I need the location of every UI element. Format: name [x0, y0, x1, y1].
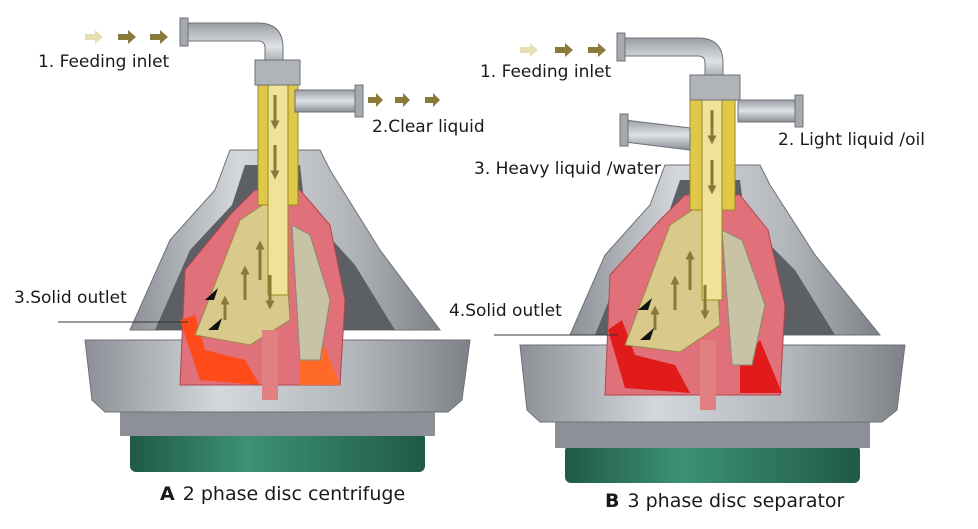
separator-b [494, 32, 906, 483]
clear-liquid-arrows-a [368, 93, 440, 107]
clear-liquid-pipe-a [294, 89, 361, 113]
light-liquid-pipe-b [737, 99, 801, 123]
caption-b: B 3 phase disc separator [605, 490, 844, 512]
feed-arrows-b [520, 43, 606, 57]
heavy-liquid-label-b: 3. Heavy liquid /water [474, 159, 661, 179]
base-ring-a [130, 432, 425, 472]
caption-letter-a: A [160, 483, 175, 505]
base-ring-b [565, 445, 860, 483]
clear-liquid-label-a: 2.Clear liquid [372, 117, 485, 137]
heavy-liquid-pipe-b [624, 119, 691, 151]
caption-a: A 2 phase disc centrifuge [160, 483, 405, 505]
solid-outlet-label-b: 4.Solid outlet [449, 301, 562, 321]
caption-text-b: 3 phase disc separator [627, 490, 845, 512]
light-liquid-label-b: 2. Light liquid /oil [778, 130, 925, 150]
centrifuge-a [58, 17, 471, 472]
caption-letter-b: B [605, 490, 620, 512]
feed-arrows-a [85, 30, 168, 44]
feeding-inlet-label-b: 1. Feeding inlet [480, 62, 612, 82]
caption-text-a: 2 phase disc centrifuge [182, 483, 406, 505]
solid-outlet-label-a: 3.Solid outlet [14, 288, 127, 308]
feeding-inlet-label-a: 1. Feeding inlet [38, 52, 170, 72]
